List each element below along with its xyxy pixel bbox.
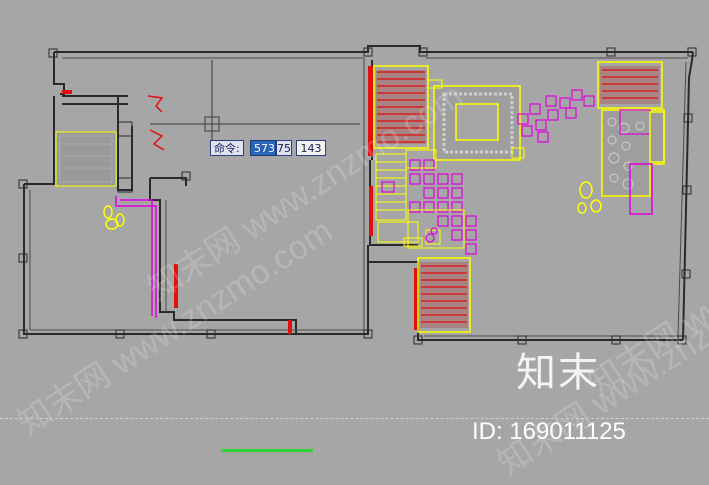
hatched-room xyxy=(55,131,117,187)
seating-top-right xyxy=(597,61,663,109)
coordinate-y-input[interactable]: 75 xyxy=(276,140,292,156)
fixture-icon xyxy=(425,227,438,243)
outer-wall xyxy=(23,45,694,341)
seating-bottom xyxy=(417,257,471,333)
coordinate-z-input[interactable]: 143 xyxy=(296,140,326,156)
stones-left xyxy=(103,181,602,230)
scale-bar xyxy=(221,449,313,452)
stairs xyxy=(375,153,423,247)
stepping-stones xyxy=(409,89,595,255)
courtyard-center xyxy=(427,79,525,161)
divider-line xyxy=(0,418,709,419)
inner-wall-lines xyxy=(29,57,688,337)
watermark-logo: 知末 xyxy=(516,350,600,396)
crosshair-icon xyxy=(150,60,360,150)
floor-plan-canvas[interactable] xyxy=(0,0,709,472)
coordinate-x-input[interactable]: 573 xyxy=(250,140,276,156)
seating-top-left xyxy=(373,65,429,149)
watermark-id: ID: 169011125 xyxy=(472,418,626,445)
command-label: 命令: xyxy=(210,140,244,156)
red-openings xyxy=(62,66,418,334)
column-markers xyxy=(18,47,697,345)
courtyard-right xyxy=(601,109,665,215)
stair-arrow xyxy=(381,181,395,193)
door-swings xyxy=(147,95,165,151)
magenta-path-left xyxy=(115,196,157,318)
